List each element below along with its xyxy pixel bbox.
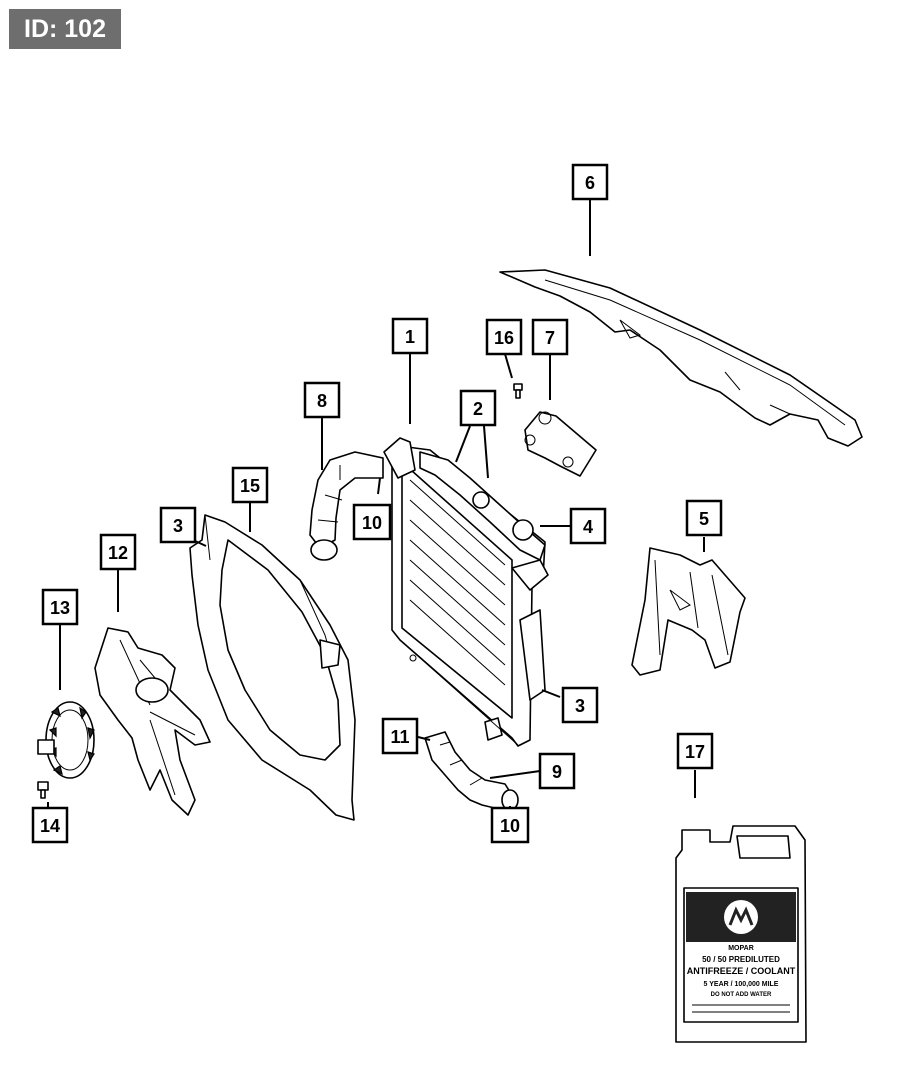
callout-number: 15 — [240, 476, 260, 496]
jug-brand-text: MOPAR — [728, 945, 754, 952]
callout-4: 4 — [569, 507, 607, 545]
callout-3b: 3 — [561, 686, 599, 724]
callout-10a: 10 — [352, 503, 392, 541]
callout-12: 12 — [99, 533, 137, 571]
callout-number: 14 — [40, 816, 60, 836]
callout-number: 4 — [583, 517, 593, 537]
part-bracket — [524, 411, 597, 477]
part-radiator — [383, 437, 549, 747]
jug-line2-text: ANTIFREEZE / COOLANT — [687, 966, 796, 976]
id-badge: ID: 102 — [9, 9, 121, 49]
callout-14: 14 — [31, 806, 69, 844]
part-fan-shroud — [189, 514, 356, 821]
callout-7: 7 — [531, 318, 569, 356]
callout-8: 8 — [303, 381, 341, 419]
callout-number: 3 — [575, 696, 585, 716]
part-side-air-seal — [631, 547, 746, 676]
callout-number: 2 — [473, 399, 483, 419]
callout-15: 15 — [231, 466, 269, 504]
callout-13: 13 — [41, 588, 79, 626]
callout-number: 1 — [405, 327, 415, 347]
callout-number: 3 — [173, 516, 183, 536]
callout-number: 9 — [552, 762, 562, 782]
callout-5: 5 — [685, 499, 723, 537]
jug-line4-text: DO NOT ADD WATER — [711, 992, 772, 998]
callout-11: 11 — [381, 717, 419, 755]
callout-number: 11 — [390, 727, 409, 747]
jug-line1-text: 50 / 50 PREDILUTED — [702, 955, 780, 964]
part-upper-hose — [309, 451, 384, 561]
callout-1: 1 — [391, 317, 429, 355]
part-coolant-jug: MOPAR 50 / 50 PREDILUTED ANTIFREEZE / CO… — [675, 825, 807, 1043]
part-upper-air-baffle — [499, 269, 863, 447]
callout-16: 16 — [485, 318, 523, 356]
jug-line3-text: 5 YEAR / 100,000 MILE — [704, 981, 779, 988]
callout-number: 6 — [585, 173, 595, 193]
callout-number: 10 — [362, 513, 382, 533]
callout-10b: 10 — [490, 806, 530, 844]
callout-number: 12 — [108, 543, 128, 563]
callout-number: 13 — [50, 598, 70, 618]
part-bolt-14 — [37, 781, 49, 799]
callout-3a: 3 — [159, 506, 197, 544]
part-fan-clutch — [37, 701, 95, 779]
part-fan-blade — [94, 627, 211, 816]
callout-number: 8 — [317, 391, 327, 411]
callout-number: 10 — [500, 816, 520, 836]
callout-number: 17 — [685, 742, 705, 762]
callout-6: 6 — [571, 163, 609, 201]
callout-17: 17 — [676, 732, 714, 770]
callout-number: 5 — [699, 509, 709, 529]
callout-9: 9 — [538, 752, 576, 790]
leader-lines — [47, 200, 705, 808]
callout-2: 2 — [459, 389, 497, 427]
callout-number: 16 — [494, 328, 514, 348]
part-lower-hose — [424, 731, 519, 811]
callout-number: 7 — [545, 328, 555, 348]
part-bolt-16 — [513, 383, 523, 399]
